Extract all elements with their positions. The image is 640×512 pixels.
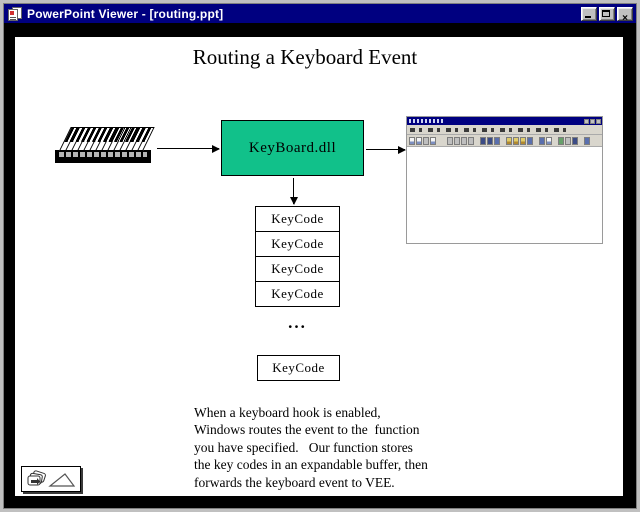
toolbar-icon (527, 136, 533, 145)
vee-app-screenshot (406, 116, 603, 244)
toolbar-icon (513, 136, 519, 145)
pointer-triangle-icon (48, 472, 76, 487)
toolbar-icon (430, 136, 436, 145)
toolbar-icon (520, 136, 526, 145)
toolbar-icon (454, 136, 460, 145)
window-controls: × (581, 6, 634, 24)
ellipsis: ... (288, 313, 307, 332)
keycode-buffer-stack: KeyCode KeyCode KeyCode KeyCode (255, 206, 340, 307)
keycode-cell: KeyCode (255, 206, 340, 232)
paragraph-line: you have specified. Our function stores (194, 439, 413, 455)
toolbar-icon (558, 136, 564, 145)
arrow-dll-to-vee-window (366, 146, 406, 154)
piano-key-fronts (59, 152, 147, 157)
maximize-icon (602, 9, 610, 17)
slide-title: Routing a Keyboard Event (192, 45, 418, 69)
title-bar: PowerPoint Viewer - [routing.ppt] × (4, 4, 636, 24)
vee-menu-text-marks (410, 127, 568, 132)
keycode-cell: KeyCode (255, 256, 340, 282)
toolbar-icon (506, 136, 512, 145)
vee-close-icon (596, 118, 601, 124)
paragraph-line: forwards the keyboard event to VEE. (194, 474, 395, 490)
minimize-button[interactable] (581, 6, 597, 21)
toolbar-icon (480, 136, 486, 145)
toolbar-icon (447, 136, 453, 145)
vee-minimize-icon (584, 118, 589, 124)
toolbar-icon (461, 136, 467, 145)
piano-key-surface (59, 127, 155, 151)
close-icon: × (622, 12, 628, 24)
keycode-single-box: KeyCode (257, 355, 340, 381)
slideshow-menu-button[interactable] (21, 466, 81, 492)
toolbar-icon (565, 136, 571, 145)
toolbar-icon (546, 136, 552, 145)
toolbar-icon (416, 136, 422, 145)
keycode-cell: KeyCode (255, 281, 340, 307)
vee-title-text-marks (409, 119, 443, 123)
arrow-dll-to-buffer (290, 178, 298, 205)
piano-black-keys (64, 128, 154, 142)
maximize-button[interactable] (599, 6, 615, 21)
paragraph-line: Windows routes the event to the function (194, 422, 420, 438)
slide-area[interactable]: Routing a Keyboard Event KeyBoard.dll (15, 37, 623, 496)
arrow-piano-to-dll (157, 145, 220, 153)
keyboard-dll-box: KeyBoard.dll (221, 120, 364, 176)
explanation-paragraph: When a keyboard hook is enabled, Windows… (194, 404, 428, 491)
close-button[interactable]: × (617, 6, 633, 24)
piano-keyboard-clipart (55, 125, 155, 163)
vee-title-bar (407, 117, 602, 125)
vee-canvas (407, 147, 602, 243)
vee-maximize-icon (590, 118, 595, 124)
vee-window-controls (584, 118, 601, 124)
keyboard-dll-label: KeyBoard.dll (248, 139, 337, 156)
minimize-icon (585, 15, 591, 18)
vee-toolbar (407, 135, 602, 147)
keycode-single-label: KeyCode (272, 360, 325, 375)
vee-menu-bar (407, 125, 602, 135)
toolbar-icon (468, 136, 474, 145)
toolbar-icon (494, 136, 500, 145)
slide-navigator-icon (27, 470, 46, 486)
toolbar-icon (539, 136, 545, 145)
toolbar-icon (572, 136, 578, 145)
piano-base (55, 150, 151, 163)
keycode-cell: KeyCode (255, 231, 340, 257)
paragraph-line: the key codes in an expandable buffer, t… (194, 457, 428, 473)
toolbar-icon (584, 136, 590, 145)
icon-lines (10, 16, 16, 18)
powerpoint-viewer-icon[interactable] (8, 6, 23, 21)
toolbar-icon (487, 136, 493, 145)
paragraph-line: When a keyboard hook is enabled, (194, 405, 381, 420)
icon-page-front (8, 8, 18, 21)
toolbar-icon (409, 136, 415, 145)
window-title: PowerPoint Viewer - [routing.ppt] (27, 6, 224, 21)
icon-red-mark (10, 10, 14, 15)
toolbar-icon (423, 136, 429, 145)
